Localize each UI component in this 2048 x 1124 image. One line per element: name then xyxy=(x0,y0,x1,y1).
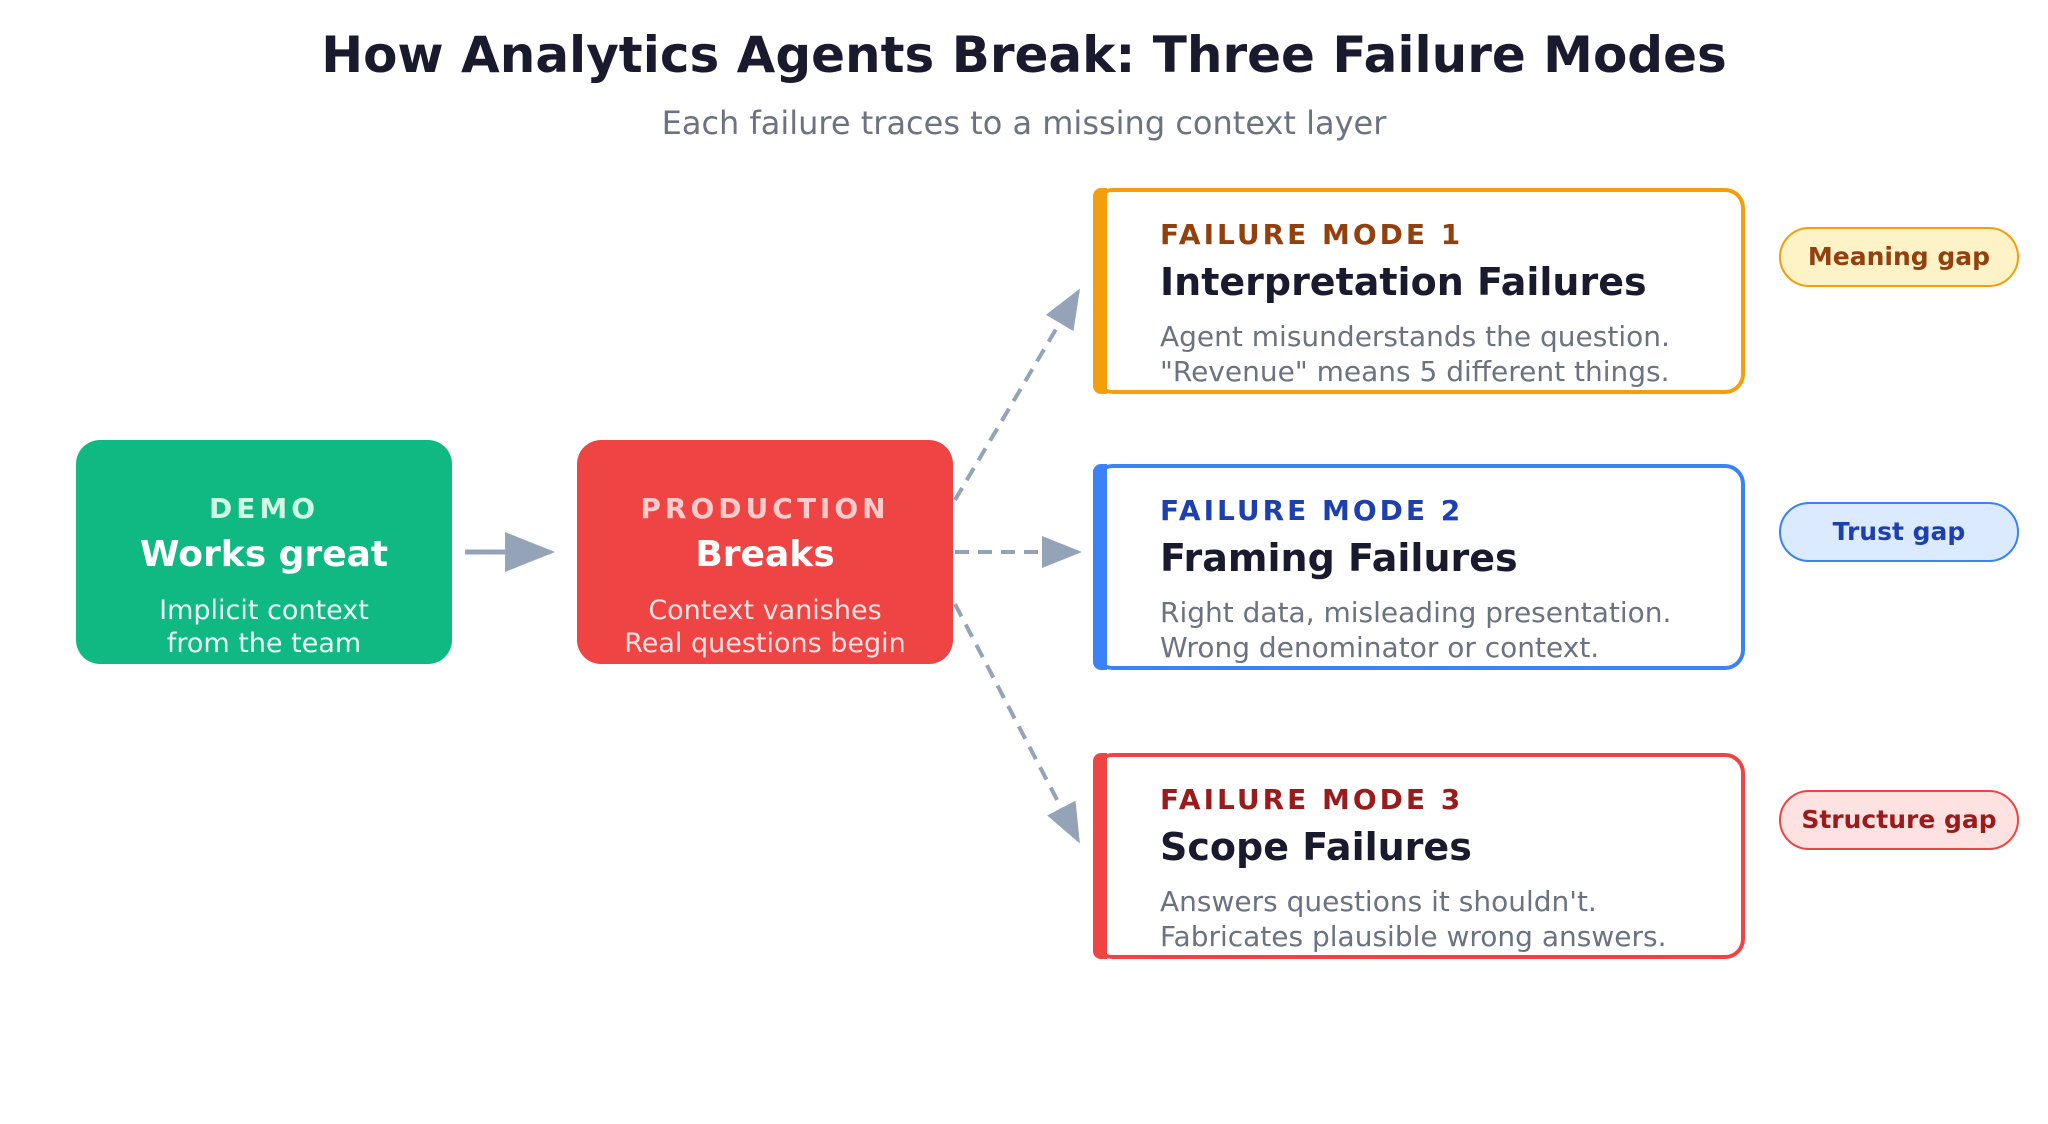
failure-mode-card-scope: FAILURE MODE 3 Scope Failures Answers qu… xyxy=(1093,753,1745,959)
stage-label: DEMO xyxy=(208,492,320,525)
meaning-gap-badge: Meaning gap xyxy=(1779,227,2019,287)
card-accent-bar xyxy=(1093,188,1107,394)
arrow-group xyxy=(465,288,1082,844)
failure-mode-description: Fabricates plausible wrong answers. xyxy=(1160,920,1667,953)
trust-gap-badge: Trust gap xyxy=(1779,502,2019,562)
failure-mode-description: Wrong denominator or context. xyxy=(1160,631,1600,664)
structure-gap-badge: Structure gap xyxy=(1779,790,2019,850)
card-accent-bar xyxy=(1093,753,1107,959)
failure-mode-label: FAILURE MODE 1 xyxy=(1160,218,1464,251)
failure-mode-description: "Revenue" means 5 different things. xyxy=(1160,355,1670,388)
failure-mode-card-interpretation: FAILURE MODE 1 Interpretation Failures A… xyxy=(1093,188,1745,394)
arrow-to-failure-mode-1 xyxy=(953,288,1081,502)
failure-mode-label: FAILURE MODE 3 xyxy=(1160,783,1464,816)
failure-mode-title: Framing Failures xyxy=(1160,536,1518,580)
diagram-title: How Analytics Agents Break: Three Failur… xyxy=(321,26,1727,84)
failure-mode-title: Scope Failures xyxy=(1160,825,1472,869)
arrow-to-failure-mode-3 xyxy=(953,603,1080,844)
production-stage-box: PRODUCTION Breaks Context vanishes Real … xyxy=(577,440,953,664)
failure-mode-description: Agent misunderstands the question. xyxy=(1160,320,1670,353)
diagram-subtitle: Each failure traces to a missing context… xyxy=(661,104,1387,142)
stage-description-line: from the team xyxy=(166,628,362,659)
stage-description-line: Real questions begin xyxy=(624,628,906,659)
card-accent-bar xyxy=(1093,464,1107,670)
stage-label: PRODUCTION xyxy=(640,492,890,525)
stage-headline: Works great xyxy=(139,534,389,575)
failure-mode-card-framing: FAILURE MODE 2 Framing Failures Right da… xyxy=(1093,464,1745,670)
demo-stage-box: DEMO Works great Implicit context from t… xyxy=(76,440,452,664)
failure-mode-label: FAILURE MODE 2 xyxy=(1160,494,1464,527)
stage-description-line: Context vanishes xyxy=(648,595,882,626)
failure-mode-title: Interpretation Failures xyxy=(1160,260,1647,304)
stage-headline: Breaks xyxy=(695,534,835,575)
failure-mode-description: Answers questions it shouldn't. xyxy=(1160,885,1597,918)
stage-description-line: Implicit context xyxy=(159,595,369,626)
failure-mode-description: Right data, misleading presentation. xyxy=(1160,596,1672,629)
